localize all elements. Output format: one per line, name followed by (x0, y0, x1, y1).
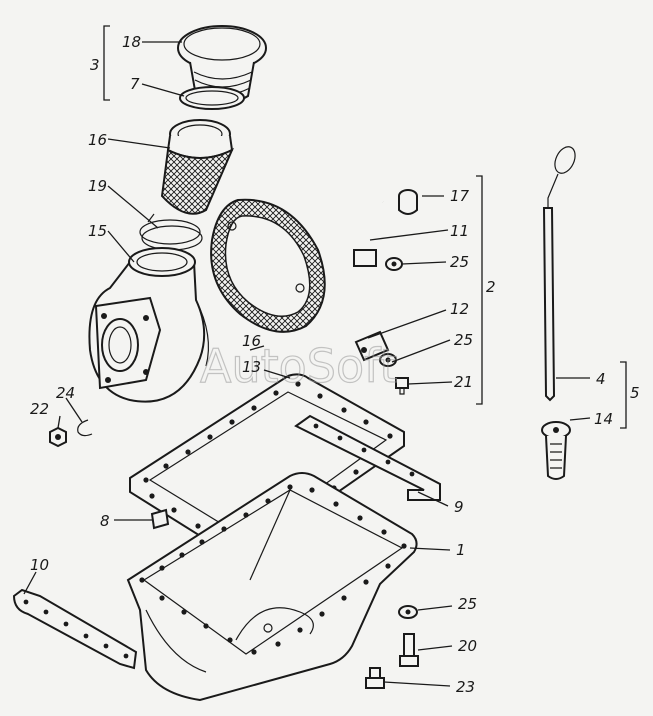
spring-clip-part (139, 213, 203, 251)
label-8: 8 (100, 512, 110, 530)
label-16-gasket: 16 (242, 332, 261, 350)
label-25-upper: 25 (450, 253, 469, 271)
label-23: 23 (456, 678, 475, 696)
label-15: 15 (88, 222, 107, 240)
callout-labels: 18 7 3 16 19 15 17 11 25 2 12 25 21 16 1… (30, 33, 640, 696)
label-10: 10 (30, 556, 49, 574)
label-11: 11 (450, 222, 469, 240)
breather-tube-part (353, 198, 384, 322)
gasket-strip-bottom-part (12, 588, 138, 670)
tube-bracket-part (354, 330, 390, 362)
label-12: 12 (450, 300, 469, 318)
dipstick-part (542, 146, 576, 402)
bolt-short-part (365, 667, 385, 689)
label-18: 18 (122, 33, 141, 51)
spring-washer-left-part (77, 419, 93, 437)
watermark-text: AutoSoft (200, 339, 398, 393)
label-22: 22 (30, 400, 49, 418)
gasket-strip-right-part (294, 414, 441, 501)
label-19: 19 (88, 177, 107, 195)
gasket-strip-left-part (150, 508, 170, 530)
dipstick-guide-plug-part (541, 421, 571, 480)
leader-lines (23, 25, 627, 687)
flange-gasket-part (210, 198, 326, 333)
label-1: 1 (456, 541, 466, 559)
label-14: 14 (594, 410, 613, 428)
label-16-strainer: 16 (88, 131, 107, 149)
label-3: 3 (90, 56, 100, 74)
label-5: 5 (630, 384, 640, 402)
sleeve-part (398, 189, 418, 215)
label-21: 21 (454, 373, 473, 391)
bolt-small-part (395, 377, 409, 395)
strainer-filter-part (160, 119, 235, 215)
nut-left-part (49, 426, 67, 448)
label-2: 2 (486, 278, 496, 296)
label-25-middle: 25 (454, 331, 473, 349)
oil-pan-part (126, 472, 418, 702)
label-20: 20 (458, 637, 477, 655)
washer-lower-part (398, 605, 418, 619)
bolt-long-part (399, 633, 419, 667)
cap-gasket-ring-part (179, 86, 245, 110)
label-25-lower: 25 (458, 595, 477, 613)
label-13: 13 (242, 358, 261, 376)
label-9: 9 (454, 498, 464, 516)
label-4: 4 (596, 370, 606, 388)
nut-upper-part (385, 257, 403, 271)
filler-neck-housing-part (88, 247, 210, 403)
label-24: 24 (56, 384, 75, 402)
label-17: 17 (450, 187, 470, 205)
label-7: 7 (130, 75, 140, 93)
